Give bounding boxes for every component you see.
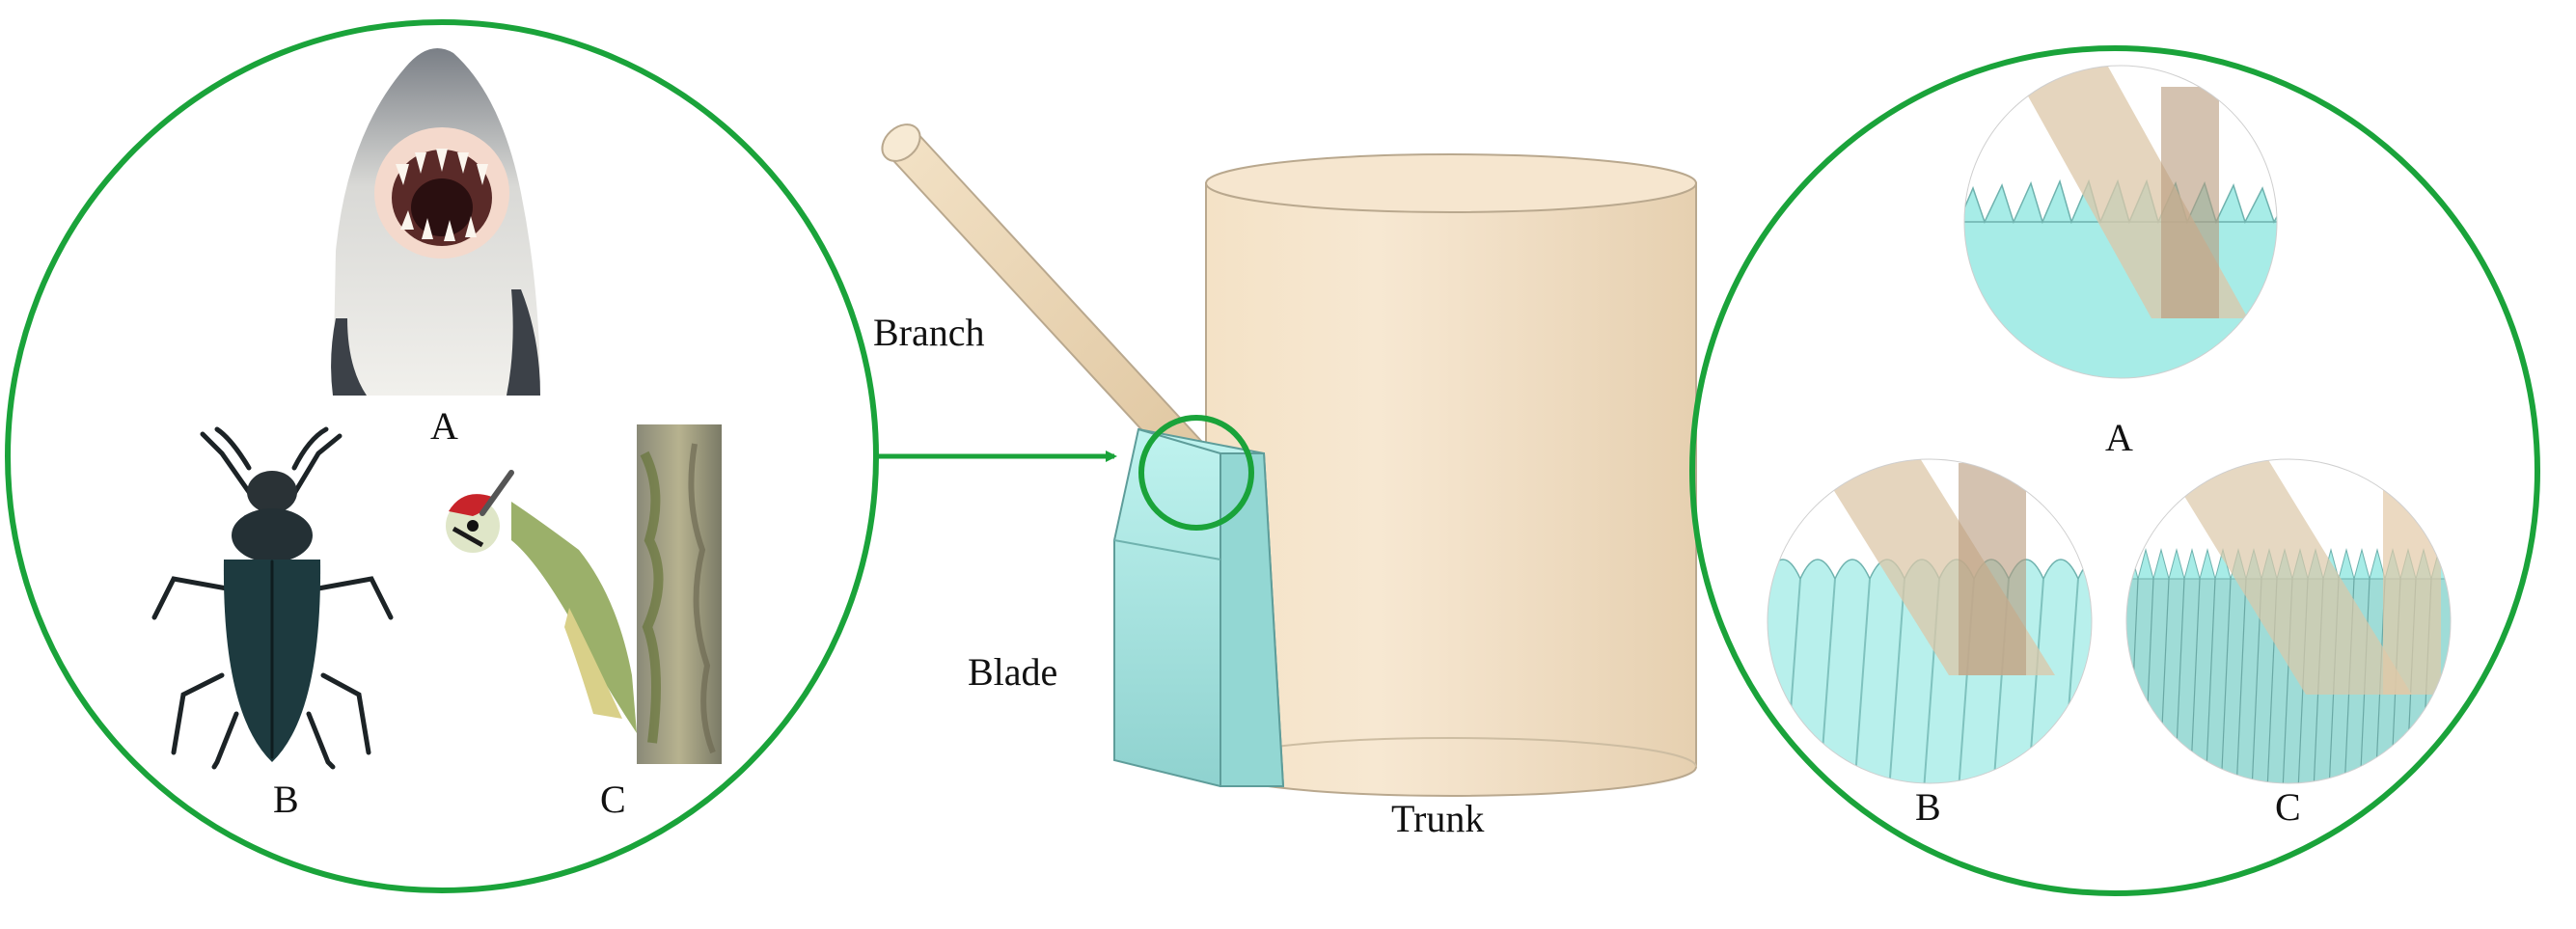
branch-cylinder (875, 117, 1213, 478)
trunk-label: Trunk (1391, 797, 1484, 840)
tooth-view-b (1766, 458, 2113, 791)
center-cutting-scene: Branch Blade Trunk (873, 117, 1696, 840)
right-label-a: A (2105, 416, 2133, 459)
left-bio-panel: A B (8, 22, 876, 890)
right-label-b: B (1915, 785, 1941, 829)
right-label-c: C (2275, 785, 2301, 829)
shark-photo (331, 48, 540, 396)
trunk-cylinder (1206, 154, 1696, 796)
beetle-photo (154, 429, 391, 767)
left-label-b: B (273, 778, 299, 821)
woodpecker-photo (446, 424, 722, 764)
left-label-a: A (430, 404, 458, 448)
branch-label: Branch (873, 311, 985, 354)
blade-label: Blade (968, 650, 1057, 694)
right-blade-panel: A B (1692, 48, 2537, 893)
left-label-c: C (600, 778, 626, 821)
tooth-view-c (2123, 458, 2478, 791)
